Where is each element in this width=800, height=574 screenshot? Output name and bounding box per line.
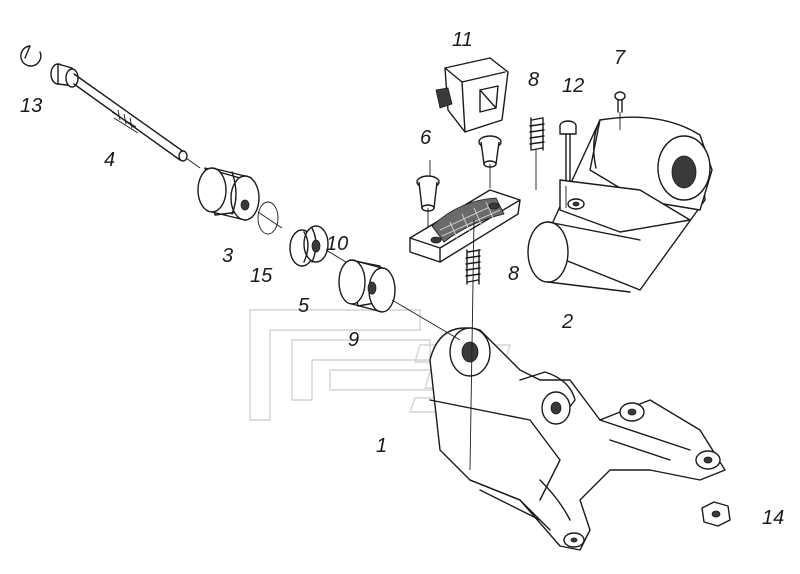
part-10-bushing [289,225,329,267]
label-5: 5 [298,295,310,317]
part-labels: 13 4 11 8 12 7 6 3 10 15 8 5 9 2 1 14 [20,29,784,529]
label-7: 7 [614,47,626,69]
label-14: 14 [762,507,784,529]
part-15-washer [257,201,279,235]
part-14-nut [701,501,731,527]
label-9: 9 [348,329,359,351]
label-10: 10 [326,233,348,255]
label-13: 13 [20,95,42,117]
label-12: 12 [562,75,584,97]
part-friction-plate [409,189,521,263]
part-7-screw [614,91,626,113]
part-1-bracket [429,327,726,551]
part-8-spring-upper [529,117,545,151]
label-8-upper: 8 [528,69,539,91]
part-11-pad [435,57,509,133]
label-1: 1 [376,435,387,457]
part-lever-shaft [527,116,713,293]
part-4-pin [50,63,188,162]
part-9-bushing [338,259,396,313]
label-15: 15 [250,265,273,287]
label-2: 2 [561,311,573,333]
part-13-retaining-ring [20,45,42,67]
part-3-bushing [197,167,260,221]
label-4: 4 [104,149,115,171]
label-3: 3 [222,245,233,267]
label-6: 6 [420,127,432,149]
label-11: 11 [452,29,473,51]
part-12-screw [559,120,577,187]
label-8-lower: 8 [508,263,519,285]
part-6-studs [416,135,502,212]
leader-lines [185,112,621,471]
